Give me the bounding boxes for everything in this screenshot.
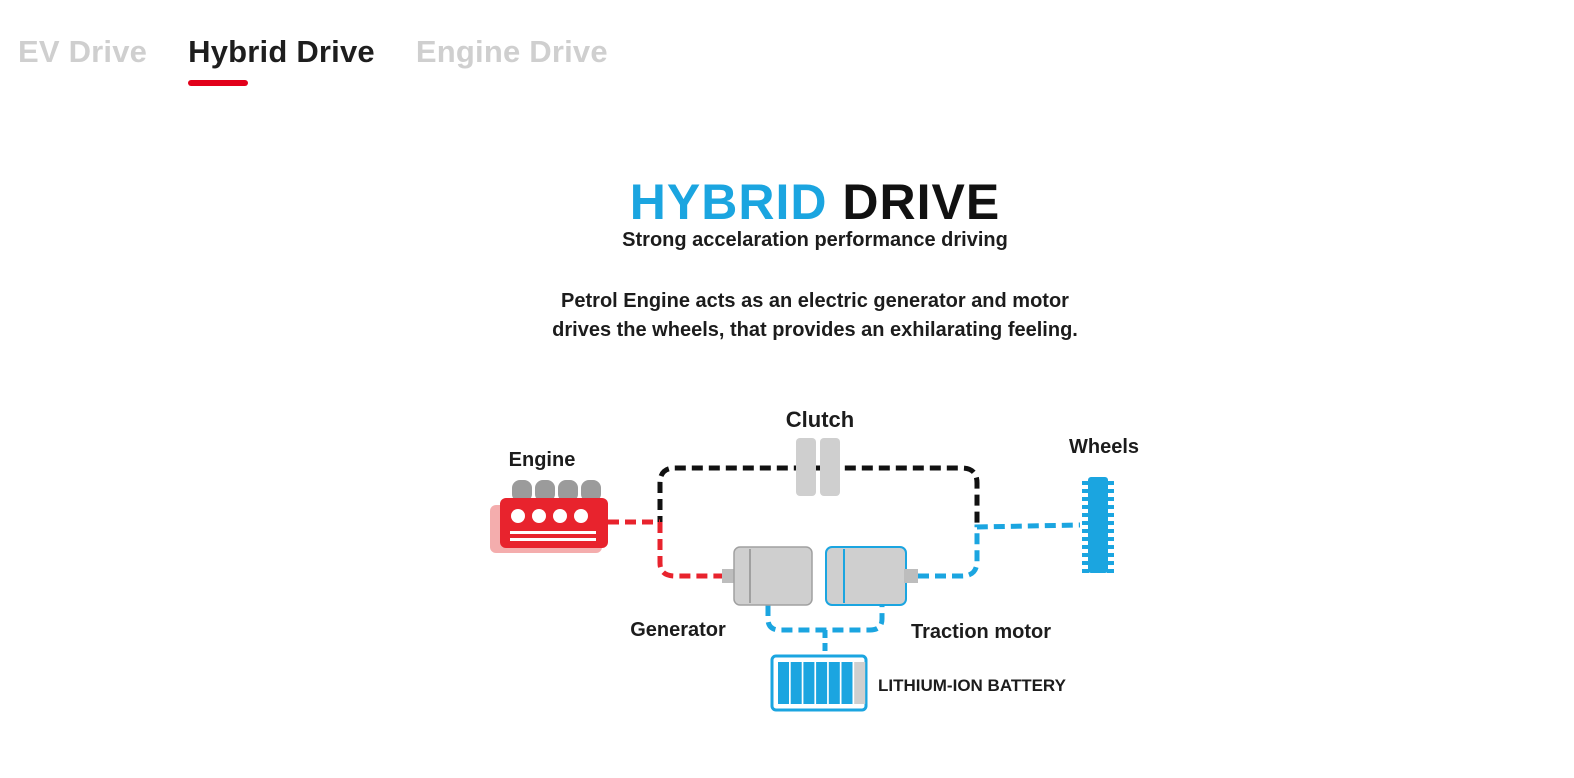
infographic-title: HYBRID DRIVE bbox=[470, 173, 1160, 231]
wheel-tread bbox=[1082, 561, 1089, 565]
engine-to-generator-line bbox=[657, 522, 722, 579]
wheel-tread bbox=[1082, 481, 1089, 485]
wheel-tread bbox=[1107, 537, 1114, 541]
wheel-tread bbox=[1107, 521, 1114, 525]
battery-cell bbox=[854, 662, 866, 704]
engine-label: Engine bbox=[509, 449, 576, 471]
wheel-tread bbox=[1107, 481, 1114, 485]
wheel-tread bbox=[1107, 569, 1114, 573]
infographic-subtitle: Strong accelaration performance driving bbox=[622, 229, 1008, 251]
traction-motor-icon bbox=[825, 546, 918, 606]
battery-cell bbox=[816, 662, 828, 704]
infographic-description: Petrol Engine acts as an electric genera… bbox=[552, 290, 1078, 341]
clutch-icon bbox=[796, 438, 840, 496]
tab-hybrid-drive-label: Hybrid Drive bbox=[188, 34, 375, 69]
battery-cell bbox=[803, 662, 815, 704]
battery-cell bbox=[828, 662, 840, 704]
battery-cell bbox=[778, 662, 789, 704]
tab-ev-drive-label: EV Drive bbox=[18, 34, 148, 69]
battery-label: LITHIUM-ION BATTERY bbox=[878, 676, 1067, 695]
drive-mode-tabs: EV Drive Hybrid Drive Engine Drive bbox=[18, 30, 608, 86]
engine-power-path bbox=[657, 465, 980, 527]
active-tab-indicator bbox=[188, 80, 249, 86]
powertrain-diagram: Clutch Engine Wheels Generator Traction … bbox=[490, 407, 1139, 712]
generator-icon bbox=[722, 546, 813, 606]
title-drive: DRIVE bbox=[842, 174, 1001, 230]
title-hybrid: HYBRID bbox=[629, 174, 828, 230]
wheel-tread bbox=[1082, 553, 1089, 557]
wheel-tread bbox=[1082, 505, 1089, 509]
wheel-tread bbox=[1107, 545, 1114, 549]
wheels-label: Wheels bbox=[1069, 436, 1139, 458]
wheel-icon bbox=[1082, 477, 1114, 573]
wheel-tread bbox=[1107, 513, 1114, 517]
wheel-tread bbox=[1107, 553, 1114, 557]
wheel-tread bbox=[1107, 489, 1114, 493]
wheel-tread bbox=[1082, 545, 1089, 549]
battery-link-line bbox=[765, 605, 885, 633]
battery-icon bbox=[770, 654, 868, 712]
wheel-tread bbox=[1082, 569, 1089, 573]
wheel-tread bbox=[1107, 529, 1114, 533]
wheel-tread bbox=[1082, 537, 1089, 541]
tab-engine-drive-label: Engine Drive bbox=[415, 34, 608, 69]
tab-hybrid-drive[interactable]: Hybrid Drive bbox=[188, 30, 375, 86]
tab-ev-drive[interactable]: EV Drive bbox=[18, 30, 147, 74]
wheel-tread bbox=[1082, 489, 1089, 493]
clutch-label: Clutch bbox=[786, 407, 854, 432]
wheel-tread bbox=[1082, 521, 1089, 525]
motor-to-wheels-line bbox=[918, 522, 1081, 579]
hybrid-drive-infographic: HYBRID DRIVE Strong accelaration perform… bbox=[470, 165, 1160, 725]
wheel-tread bbox=[1107, 505, 1114, 509]
wheel-tread bbox=[1082, 513, 1089, 517]
wheel-tread bbox=[1082, 529, 1089, 533]
tab-engine-drive[interactable]: Engine Drive bbox=[416, 30, 608, 74]
engine-icon bbox=[490, 480, 608, 553]
generator-label: Generator bbox=[630, 619, 726, 641]
battery-cell bbox=[841, 662, 853, 704]
wheel-tread bbox=[1107, 561, 1114, 565]
wheel-tread bbox=[1082, 497, 1089, 501]
battery-cell bbox=[790, 662, 802, 704]
wheel-tread bbox=[1107, 497, 1114, 501]
traction-motor-label: Traction motor bbox=[911, 621, 1051, 643]
